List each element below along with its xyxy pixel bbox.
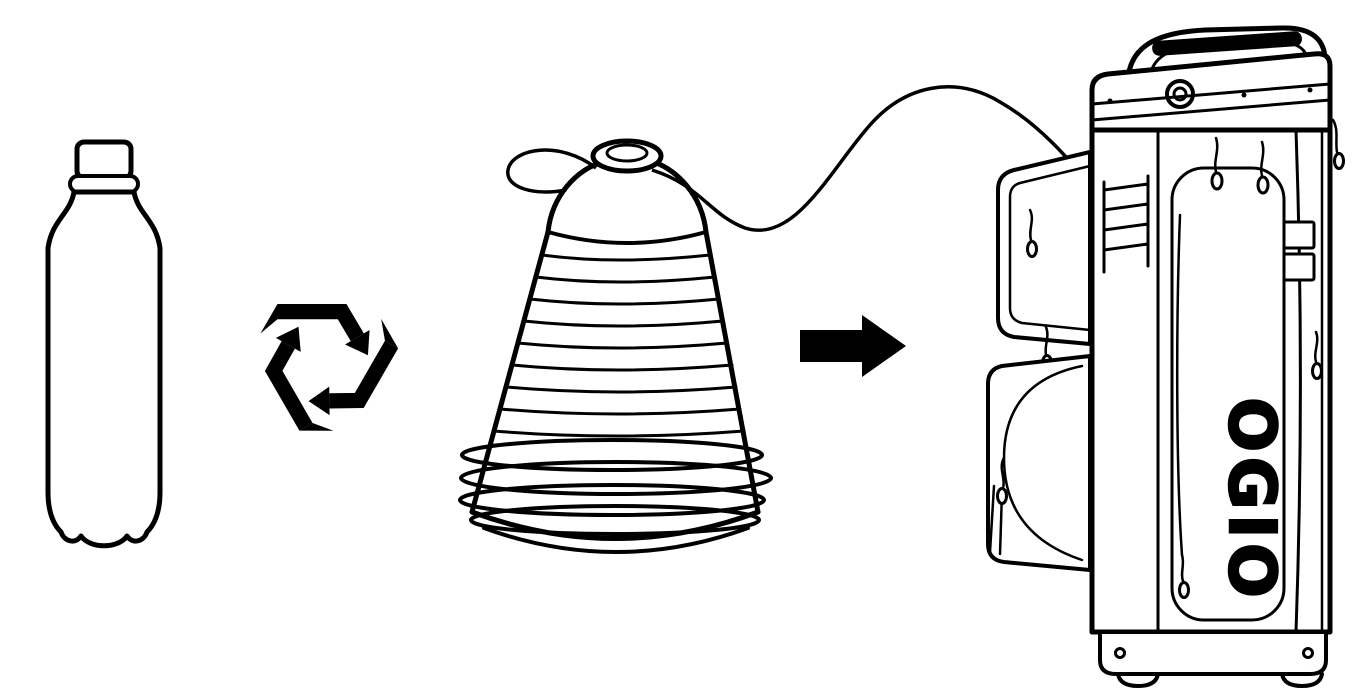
bottle-body	[45, 189, 163, 549]
cone-top-thread-loop	[506, 148, 598, 194]
bottle-cap	[74, 139, 134, 181]
cone-top-cap-inner	[605, 143, 649, 163]
bag-panel-zipper	[1175, 213, 1184, 557]
golf-cart-bag-icon: OGIO	[986, 25, 1345, 688]
brand-logo-text: OGIO	[1214, 397, 1288, 602]
cone-neck-ring	[546, 230, 708, 245]
cone-thread-wraps	[492, 253, 746, 438]
cone-loose-coils	[458, 438, 773, 536]
cone-left-edge	[469, 229, 551, 515]
arrow-right-icon	[800, 315, 906, 377]
zipper-pull-upper-1	[1026, 208, 1038, 258]
putter-well-inner	[1172, 86, 1188, 102]
zipper-pull-right-top	[1331, 118, 1345, 170]
cone-right-edge	[703, 229, 761, 515]
thread-line	[651, 85, 1094, 232]
bag-top-cuff	[1089, 51, 1333, 133]
cone-base-rim	[469, 509, 761, 541]
bag-center-panel	[1170, 166, 1286, 622]
bag-divider-slats	[1102, 174, 1150, 274]
plastic-bottle-icon	[45, 139, 163, 549]
bag-handle	[1125, 25, 1328, 83]
recycling-symbol-icon	[260, 303, 399, 431]
bag-base	[1098, 630, 1328, 688]
cone-base-foot	[482, 526, 750, 554]
zipper-pull-front-1	[1210, 136, 1224, 191]
bag-cuff-seam	[1090, 98, 1332, 122]
zipper-pull-panel	[1178, 553, 1190, 599]
putter-well	[1165, 79, 1195, 109]
zipper-pull-lower	[996, 456, 1008, 505]
recycled-thread-cone-icon	[458, 138, 773, 554]
bag-upper-left-pocket	[996, 150, 1092, 372]
recycle-arrow-1	[260, 303, 370, 356]
recycle-arrow-3	[264, 326, 334, 431]
zipper-pull-front-2	[1256, 140, 1270, 195]
bag-front-seam-right	[1294, 128, 1302, 634]
zipper-pull-right-seam	[1311, 330, 1323, 380]
bag-lower-left-pocket	[986, 354, 1092, 572]
